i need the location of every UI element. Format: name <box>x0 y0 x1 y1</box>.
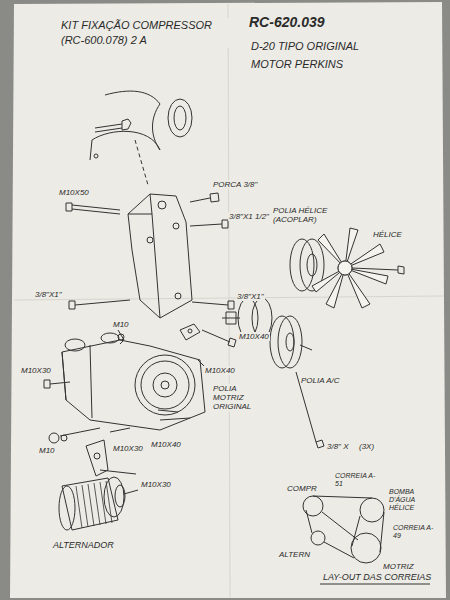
part-label: BOMBA D'ÁGUA HÉLICE <box>388 488 442 512</box>
part-label: 3/8"X1 1/2" <box>228 212 270 221</box>
part-label: POLIA A/C <box>300 376 341 385</box>
part-label: M10X30 <box>140 480 172 489</box>
fin-stroke <box>94 483 100 525</box>
part-label: PORCA 3/8" <box>212 180 258 189</box>
title: KIT FIXAÇÃO COMPRESSOR (RC-600.078) 2 A <box>60 18 232 48</box>
header-text: RC-620.039 <box>248 14 326 30</box>
part-label: M10X30 <box>20 366 52 375</box>
fin-stroke <box>88 484 94 526</box>
part-label: CORREIA A-49 <box>392 524 442 540</box>
paper-folds <box>14 4 444 598</box>
header-text: MOTOR PERKINS <box>250 58 344 71</box>
ink-lines <box>44 91 404 563</box>
part-label: LAY-OUT DAS CORREIAS <box>322 572 432 582</box>
part-label: M10X40 <box>238 332 270 341</box>
part-label: M10X50 <box>58 188 90 197</box>
part-label: 3/8"X1" <box>236 292 265 301</box>
fin-stroke <box>106 481 112 523</box>
part-label: M10X40 <box>150 440 182 449</box>
part-label: M10 <box>112 320 130 329</box>
alternator-fins <box>76 481 112 528</box>
header-text: D-20 TIPO ORIGINAL <box>250 40 360 53</box>
underline <box>320 584 430 585</box>
fin-stroke <box>82 485 88 527</box>
fan-blades <box>312 228 388 308</box>
part-label: ALTERN <box>278 550 311 559</box>
part-label: 3/8"X1" <box>34 290 63 299</box>
part-label: M10 <box>38 446 56 455</box>
part-label: (3X) <box>358 442 375 451</box>
part-label: POLIA MOTRIZ ORIGINAL <box>212 384 264 412</box>
part-label: M10X40 <box>204 366 236 375</box>
paper-sheet <box>10 2 446 598</box>
fin-stroke <box>100 482 106 524</box>
part-label: 3/8" X <box>326 442 350 451</box>
part-label: COMPR <box>286 484 318 493</box>
part-label: ALTERNADOR <box>52 540 115 550</box>
part-label: CORREIA A-51 <box>334 472 382 488</box>
part-label: M10X30 <box>112 444 144 453</box>
part-label: POLIA HÉLICE (ACOPLAR) <box>272 206 334 224</box>
part-label: MOTRIZ <box>382 562 415 571</box>
part-label: HÉLICE <box>372 230 403 239</box>
fin-stroke <box>76 486 82 528</box>
